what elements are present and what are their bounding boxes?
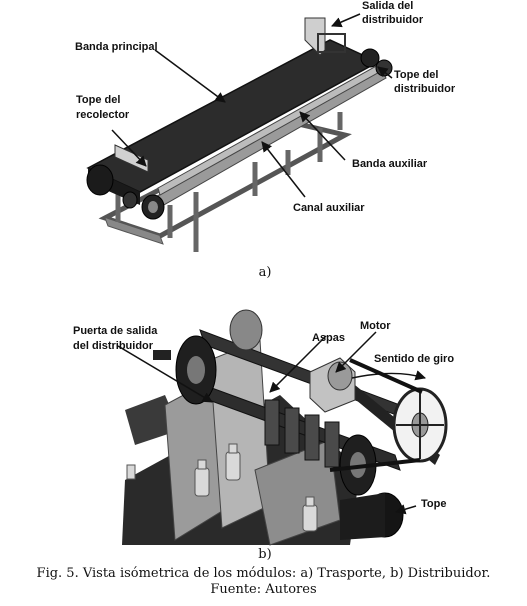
panel-b-callouts: Puerta de salida del distribuidor Aspas … [73, 320, 454, 510]
panel-b-sublabel: b) [258, 547, 272, 562]
callout-salida-line1: Salida del [362, 0, 413, 12]
panel-a-sublabel: a) [258, 265, 272, 280]
figure-caption: Fig. 5. Vista isómetrica de los módulos:… [0, 566, 527, 598]
svg-text:Tope: Tope [421, 498, 446, 510]
svg-text:Banda auxiliar: Banda auxiliar [352, 158, 428, 170]
callout-puerta-line2: del distribuidor [73, 340, 154, 352]
svg-text:Salida del: Salida del [362, 0, 413, 12]
panel-b-leader-lines [117, 331, 427, 515]
caption-line-2: Fuente: Autores [210, 582, 317, 597]
svg-text:Motor: Motor [360, 320, 391, 332]
callout-aspas: Aspas [312, 332, 345, 344]
callout-tope-recolector-line2: recolector [76, 109, 130, 121]
callout-banda-principal: Banda principal [75, 41, 158, 53]
svg-text:Puerta de salida: Puerta de salida [73, 325, 158, 337]
svg-text:del distribuidor: del distribuidor [73, 340, 154, 352]
svg-text:Aspas: Aspas [312, 332, 345, 344]
svg-text:recolector: recolector [76, 109, 130, 121]
callout-salida-line2: distribuidor [362, 14, 424, 26]
svg-text:Tope del: Tope del [76, 94, 120, 106]
callout-banda-auxiliar: Banda auxiliar [352, 158, 428, 170]
svg-text:distribuidor: distribuidor [394, 83, 456, 95]
svg-text:Banda principal: Banda principal [75, 41, 158, 53]
distributor-illustration [122, 309, 448, 546]
callout-tope: Tope [421, 498, 446, 510]
panel-a-leader-lines [111, 13, 393, 198]
panel-a-callouts: Salida del distribuidor Banda principal … [75, 0, 456, 214]
callout-puerta-line1: Puerta de salida [73, 325, 158, 337]
callout-canal-auxiliar: Canal auxiliar [293, 202, 365, 214]
conveyor-illustration [86, 17, 393, 252]
callout-sentido: Sentido de giro [374, 353, 454, 365]
svg-text:Tope del: Tope del [394, 69, 438, 81]
callout-tope-recolector-line1: Tope del [76, 94, 120, 106]
callout-tope-distribuidor-line2: distribuidor [394, 83, 456, 95]
callout-tope-distribuidor-line1: Tope del [394, 69, 438, 81]
callout-motor: Motor [360, 320, 391, 332]
svg-text:Sentido de giro: Sentido de giro [374, 353, 454, 365]
svg-text:Canal auxiliar: Canal auxiliar [293, 202, 365, 214]
svg-text:distribuidor: distribuidor [362, 14, 424, 26]
caption-line-1: Fig. 5. Vista isómetrica de los módulos:… [36, 566, 491, 581]
